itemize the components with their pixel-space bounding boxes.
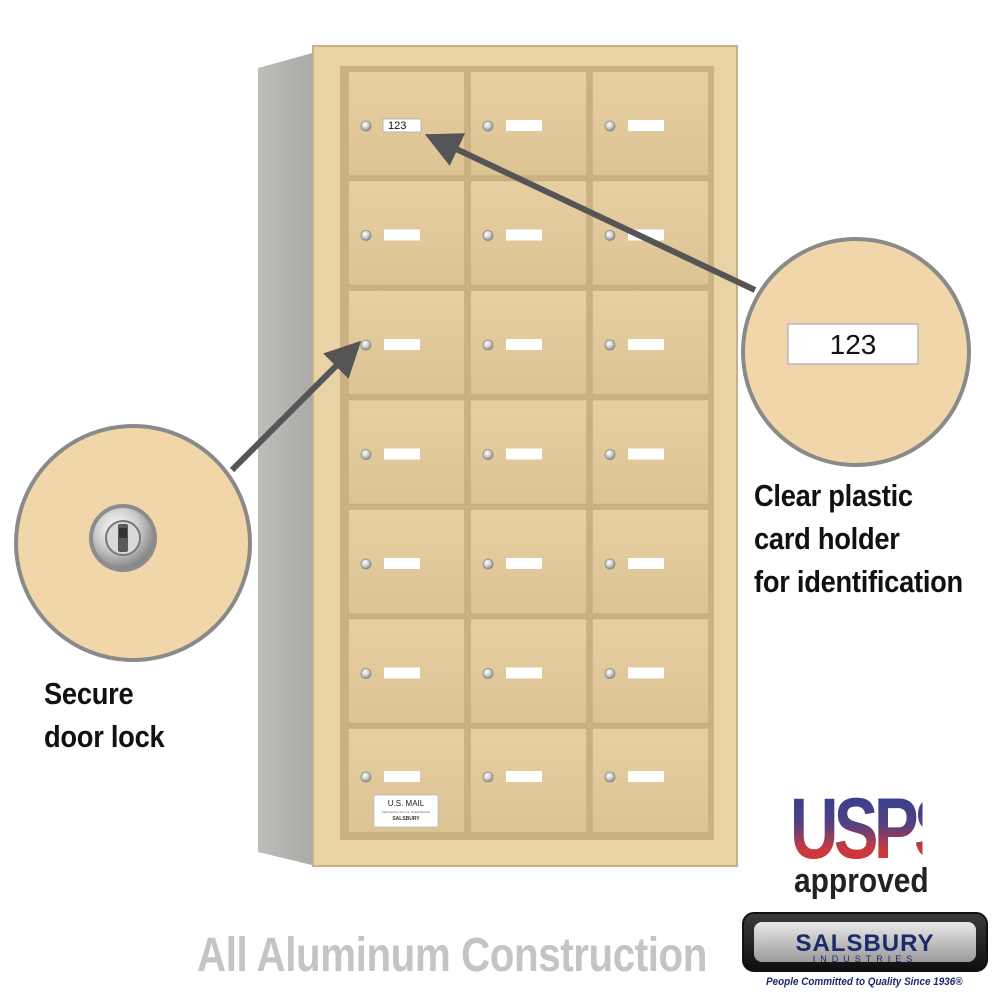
door-card-holder (506, 229, 542, 241)
mailbox-door (347, 508, 466, 615)
door-lock-icon (604, 449, 616, 460)
mailbox-door (469, 617, 588, 725)
mailbox-door: U.S. MAIL Approved by the U.S. Postal Ser… (347, 727, 466, 834)
mailbox-door (469, 70, 588, 177)
door-lock-caption: Secure door lock (44, 672, 165, 758)
us-mail-plate-brand: SALSBURY (392, 816, 420, 822)
us-mail-plate (373, 794, 439, 828)
mailbox-door (347, 289, 466, 396)
door-lock-caption-line: Secure (44, 676, 134, 711)
mailbox-door (591, 617, 710, 725)
door-lock-icon (482, 339, 494, 351)
door-card-holder (506, 339, 542, 350)
door-lock-icon (482, 771, 494, 783)
usps-logo-word: USPS (790, 781, 959, 877)
usps-approved-logo: USPS approved (790, 781, 960, 901)
door-lock-icon (482, 558, 494, 570)
mailbox-door (591, 179, 710, 287)
mailbox-door (469, 727, 588, 834)
door-card-holder (384, 771, 420, 782)
mailbox-door: 123 (347, 70, 466, 177)
mailbox-door (591, 508, 710, 615)
door-lock-icon (360, 449, 372, 460)
salsbury-logo-name: SALSBURY (795, 930, 935, 957)
door-card-holder (384, 667, 420, 679)
door-card-holder (384, 229, 420, 241)
card-holder-arrow (424, 133, 757, 293)
mailbox-door (469, 179, 588, 287)
salsbury-badge-inner: SALSBURY INDUSTRIES (754, 922, 976, 964)
salsbury-logo: SALSBURY INDUSTRIES (742, 912, 988, 974)
door-lock-icon (482, 230, 494, 241)
door-card-holder (628, 229, 664, 241)
door-card-holder (506, 120, 542, 131)
door-card-label: 123 (388, 120, 406, 132)
door-lock-icon (360, 230, 372, 241)
card-holder-zoom-card (787, 323, 919, 365)
lock-icon (89, 504, 157, 572)
door-card-holder (628, 339, 664, 350)
door-card-holder (506, 448, 542, 460)
mailbox-door (591, 289, 710, 396)
door-lock-icon (604, 558, 616, 570)
mailbox-door (347, 179, 466, 287)
door-card-holder (506, 771, 542, 782)
door-card-holder (628, 120, 664, 131)
door-card-holder (506, 667, 542, 679)
mailbox-door (591, 727, 710, 834)
door-lock-icon (360, 771, 372, 783)
door-lock-icon (604, 668, 616, 679)
door-lock-icon (482, 668, 494, 679)
mailbox-door (469, 508, 588, 615)
mailbox-door (469, 398, 588, 506)
mailbox-door (591, 398, 710, 506)
card-holder-caption: Clear plastic card holder for identifica… (754, 474, 963, 603)
door-lock-icon (360, 668, 372, 679)
salsbury-badge: SALSBURY INDUSTRIES (742, 912, 988, 972)
door-card-holder (628, 771, 664, 782)
door-card-holder (384, 448, 420, 460)
mailbox-door (347, 398, 466, 506)
door-lock-icon (360, 120, 372, 132)
door-card-holder (384, 558, 420, 569)
salsbury-tagline: People Committed to Quality Since 1936® (766, 976, 963, 988)
door-lock-icon (482, 120, 494, 132)
mailbox-side-panel (258, 52, 316, 866)
mailbox-door (591, 70, 710, 177)
door-lock-caption-line: door lock (44, 719, 165, 754)
door-lock-icon (360, 339, 372, 351)
card-holder-zoom-label: 123 (830, 329, 877, 360)
construction-caption: All Aluminum Construction (197, 929, 707, 982)
door-card-holder (628, 667, 664, 679)
mailbox-door (469, 289, 588, 396)
door-card-holder (628, 448, 664, 460)
door-lock-arrow (229, 340, 362, 473)
door-card-holder (628, 558, 664, 569)
door-card-holder (506, 558, 542, 569)
door-lock-icon (482, 449, 494, 460)
door-lock-icon (604, 771, 616, 783)
usps-logo-approved: approved (794, 862, 929, 900)
card-holder-caption-line: card holder (754, 521, 900, 556)
door-lock-icon (604, 230, 616, 241)
card-holder-caption-line: for identification (754, 564, 963, 599)
mailbox-door (347, 617, 466, 725)
card-holder-caption-line: Clear plastic (754, 478, 913, 513)
door-lock-icon (360, 558, 372, 570)
us-mail-plate-line: Approved by the U.S. Postal Service (382, 810, 431, 814)
door-card-holder (382, 118, 422, 133)
door-lock-icon (604, 339, 616, 351)
salsbury-logo-sub: INDUSTRIES (812, 954, 918, 964)
door-card-holder (384, 339, 420, 350)
door-lock-icon (604, 120, 616, 132)
us-mail-plate-title: U.S. MAIL (388, 799, 425, 808)
